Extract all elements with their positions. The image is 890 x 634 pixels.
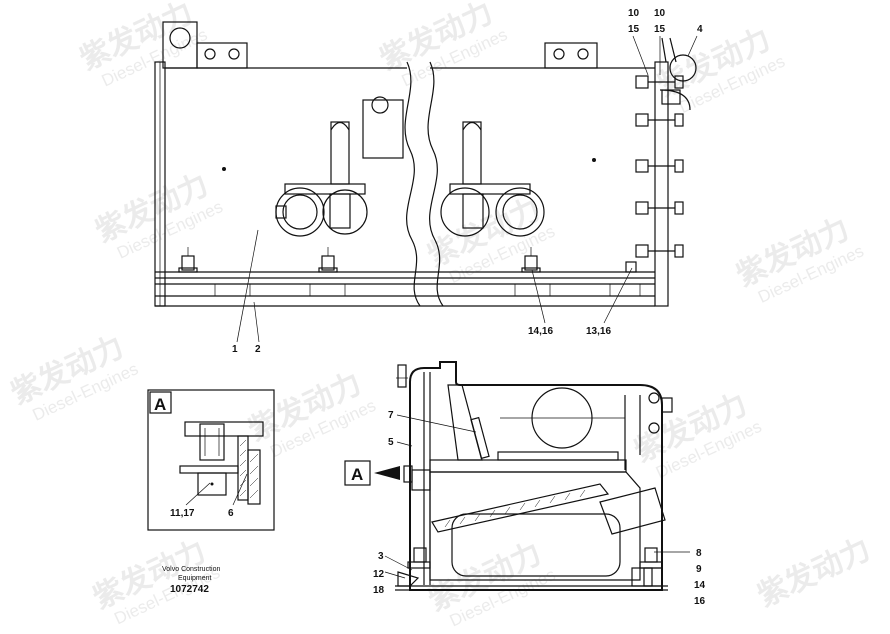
detail-bolt [199,423,225,461]
fastener-block [411,469,431,491]
angled-pipe [599,487,666,535]
mount-hole [577,48,589,60]
callout-label: 10 [628,8,640,19]
callout-label: 14 [694,580,706,591]
callout-label: 1 [232,344,238,355]
detail-hatching [239,439,259,499]
callout-label: 13,16 [586,326,611,337]
housing-outline [409,361,663,591]
base-washer [407,561,431,569]
detail-label-box [149,391,172,414]
callout-label: 15 [628,24,640,35]
title-block: Volvo Construction Equipment 1072742 [162,566,220,595]
detail-a-view: A 11,17 6 [147,389,275,531]
footer-number: 1072742 [170,584,209,595]
callout-label: 2 [255,344,261,355]
view-marker-box [344,460,371,486]
callout-label: 7 [388,410,394,421]
callout-label: 4 [697,24,703,35]
callout-label: 3 [378,551,384,562]
callout-label: 14,16 [528,326,553,337]
callout-label: 15 [654,24,666,35]
watermark-layer: 紫发动力 Diesel-Engines 紫发动力 Diesel-Engines … [6,0,876,630]
base-block-inner [643,567,653,587]
mount-plate [544,42,598,69]
top-bolt [397,364,407,388]
corner-bolt [648,422,660,434]
battery-top [429,459,627,473]
view-marker-label: A [351,465,363,484]
mount-hole [553,48,565,60]
hose-fitting [470,416,490,460]
inner-tank [451,513,621,577]
hose-clamp [659,37,697,111]
tapered-support [447,384,483,461]
leaders [236,35,698,343]
leaders [384,414,690,579]
detail-nut [197,472,227,496]
mount-hole [204,48,216,60]
center-mark [222,167,226,171]
rail-bolt [178,247,198,273]
side-bolt [661,397,673,413]
callout-label: 10 [654,8,666,19]
frame-right [654,61,669,307]
detail-label: A [154,395,166,414]
sloped-plate [431,483,610,533]
clamp-bracket-right [440,121,545,237]
break-line [404,61,421,307]
watermark-brand: 紫发动力 [753,533,876,614]
rail-bolt [521,247,541,273]
mount-plate [196,42,248,69]
rail-bolt [318,247,338,273]
center-mark [592,158,596,162]
detail-wall [247,449,261,505]
rail-segments [214,284,641,296]
base-washer [639,561,663,569]
rail-bolt [625,261,637,273]
flange-bolts [635,75,684,258]
detail-bottom-plate [179,465,239,474]
base-bracket [397,571,420,587]
footer-line1: Volvo Construction [162,566,220,573]
nut-center [210,482,214,486]
callout-label: 8 [696,548,702,559]
callout-label: 18 [373,585,385,596]
callout-label: 9 [696,564,702,575]
view-arrow [374,466,400,480]
section-view: A 7 5 3 12 18 8 9 14 16 [344,361,706,607]
detail-frame [147,389,275,531]
clamp-bracket-mid [362,96,404,159]
footer-line2: Equipment [178,575,212,582]
battery-lid [497,451,619,461]
base-block [631,567,663,587]
callout-label: 11,17 [170,508,195,519]
callout-label: 6 [228,508,234,519]
top-view: 10 10 15 15 4 1 2 14,16 13,16 [154,8,703,355]
clamp-bracket-left [275,121,368,237]
callout-label: 12 [373,569,385,580]
lug-hole [169,27,191,49]
leader [185,482,211,506]
corner-bolt [648,392,660,404]
plate-hatching [444,489,586,528]
callout-label: 16 [694,596,706,607]
callout-label: 5 [388,437,394,448]
mount-hole [228,48,240,60]
leader [232,473,248,506]
base-bolt [644,547,658,563]
